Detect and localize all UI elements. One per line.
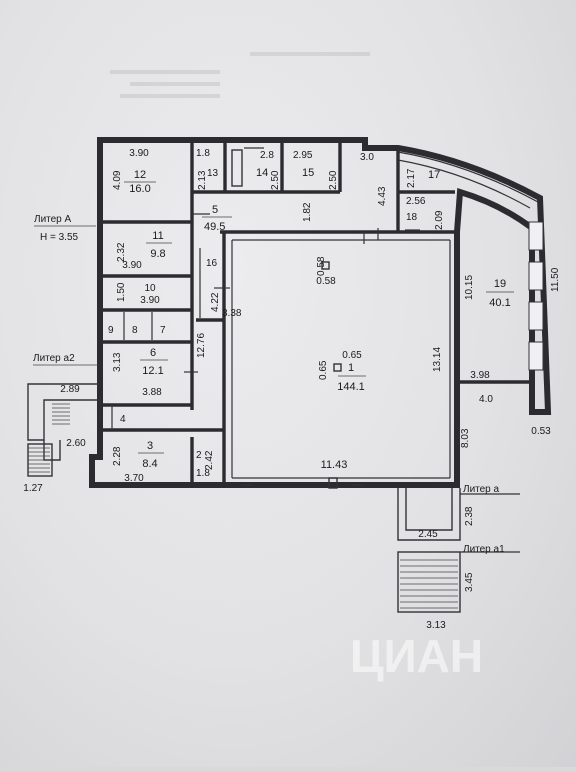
room-12-number: 12	[134, 169, 146, 181]
dim-3-45: 3.45	[464, 572, 475, 592]
dim-3-13-b: 3.13	[426, 620, 446, 631]
dim-4-09: 4.09	[112, 170, 123, 190]
dim-0-65-a: 0.65	[318, 360, 329, 380]
room-6-number: 6	[150, 347, 156, 359]
room-1-area: 144.1	[337, 381, 365, 393]
room-12-area: 16.0	[129, 183, 150, 195]
dim-4-0: 4.0	[479, 394, 493, 405]
litera-a-label: Литер а	[463, 484, 500, 495]
room-19-number: 19	[494, 278, 506, 290]
room-5-number: 5	[212, 204, 218, 216]
dim-1-50: 1.50	[116, 282, 127, 302]
dim-2-89: 2.89	[60, 384, 80, 395]
dim-12-76: 12.76	[196, 333, 207, 358]
dim-3-13: 3.13	[112, 352, 123, 372]
room-5-area: 49.5	[204, 221, 225, 233]
room-3-area: 8.4	[142, 458, 157, 470]
dim-1-82: 1.82	[302, 202, 313, 222]
dim-2-32: 2.32	[116, 242, 127, 262]
dim-2-56: 2.56	[406, 196, 426, 207]
room-15-number: 15	[302, 167, 314, 179]
outer-wall	[89, 137, 552, 488]
column-1	[321, 261, 330, 270]
dim-2-95: 2.95	[293, 150, 313, 161]
litera-a2-annex	[27, 383, 100, 477]
room-13-number: 13	[207, 168, 219, 179]
dim-1-8: 1.8	[196, 148, 210, 159]
room-9-number: 9	[108, 325, 114, 336]
dim-3-90-low: 3.90	[140, 295, 160, 306]
room-14-fixture	[231, 149, 243, 187]
dim-0-65-b: 0.65	[342, 350, 362, 361]
dim-0-53: 0.53	[531, 426, 551, 437]
curved-wall-mid	[397, 151, 539, 203]
room-7-number: 7	[160, 325, 166, 336]
column-2	[333, 363, 342, 372]
dim-3-0: 3.0	[360, 152, 374, 163]
bleed-through	[110, 52, 370, 98]
door-ticks	[99, 147, 420, 486]
dim-0-58-b: 0.58	[316, 276, 336, 287]
dim-3-88: 3.88	[142, 387, 162, 398]
dim-3-70: 3.70	[124, 473, 144, 484]
dim-2-17: 2.17	[406, 168, 417, 188]
room-18-number: 18	[406, 212, 418, 223]
room-19-area: 40.1	[489, 297, 510, 309]
room-11-number: 11	[152, 230, 163, 242]
dim-4-22: 4.22	[210, 292, 221, 312]
room-1-number: 1	[348, 362, 354, 374]
dim-11-43: 11.43	[321, 459, 348, 471]
room-17-number: 17	[428, 169, 440, 181]
dim-2-50-b: 2.50	[328, 170, 339, 190]
litera-a2-label: Литер а2	[33, 353, 75, 364]
dim-0-58-a: 0.58	[316, 256, 327, 276]
dim-2-45: 2.45	[418, 529, 438, 540]
dim-3-38: 3.38	[222, 308, 242, 319]
dim-2-09: 2.09	[434, 210, 445, 230]
room-16-number: 16	[206, 258, 218, 269]
room-10-number: 10	[144, 283, 156, 294]
room-3-number: 3	[147, 440, 153, 452]
dim-2-42: 2.42	[204, 450, 215, 470]
dim-2-13: 2.13	[197, 170, 208, 190]
dim-10-15: 10.15	[464, 275, 475, 300]
room-6-area: 12.1	[142, 365, 163, 377]
dim-3-90-top: 3.90	[129, 148, 149, 159]
curved-wall-inner	[397, 159, 531, 209]
dim-1-27: 1.27	[23, 483, 43, 494]
dim-8-03: 8.03	[460, 428, 471, 448]
dim-3-90-mid: 3.90	[122, 260, 142, 271]
dim-2-8: 2.8	[260, 150, 274, 161]
room-14-number: 14	[256, 167, 268, 179]
dim-2-60: 2.60	[66, 438, 86, 449]
dim-2-28: 2.28	[112, 446, 123, 466]
room-4-number: 4	[120, 414, 126, 425]
litera-a-a1-annex	[397, 488, 520, 613]
litera-a-title: Литер А	[34, 214, 72, 225]
litera-a1-label: Литер а1	[463, 544, 505, 555]
dim-3-98: 3.98	[470, 370, 490, 381]
room-8-number: 8	[132, 325, 138, 336]
room-11-area: 9.8	[150, 248, 165, 260]
column-3	[328, 477, 338, 489]
windows-right	[528, 221, 544, 371]
dim-2-38: 2.38	[464, 506, 475, 526]
watermark: ЦИАН	[350, 630, 483, 682]
litera-a-height: H = 3.55	[40, 232, 79, 243]
dim-4-43: 4.43	[377, 186, 388, 206]
dim-11-50: 11.50	[550, 267, 561, 292]
dim-2-50-a: 2.50	[270, 170, 281, 190]
room-2-number: 2	[196, 450, 202, 461]
dim-13-14: 13.14	[432, 347, 443, 372]
room-2-area: 1.8	[196, 468, 210, 479]
